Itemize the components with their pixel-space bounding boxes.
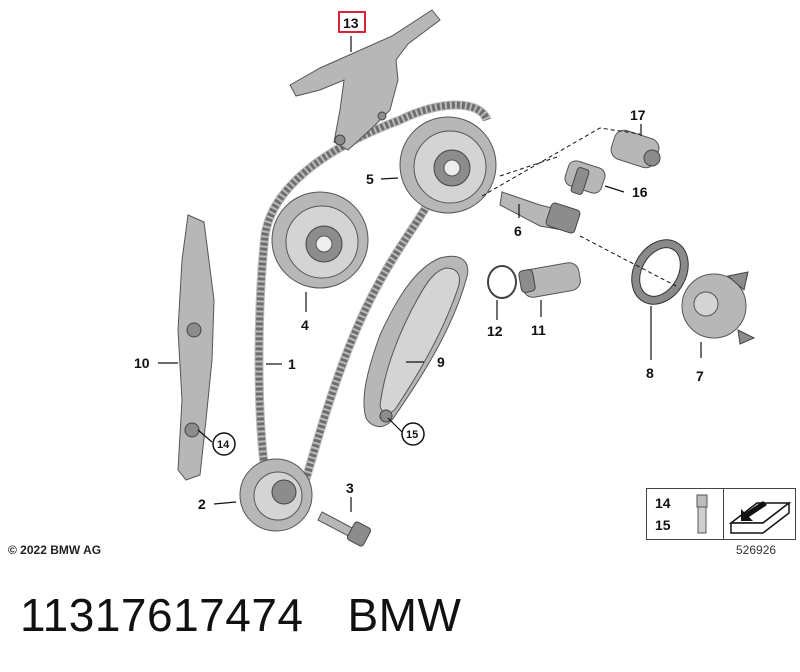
installation-step-icon bbox=[728, 501, 792, 534]
callout-5: 5 bbox=[366, 171, 374, 187]
control-valve bbox=[499, 191, 581, 234]
sealing-ring-large bbox=[631, 239, 689, 305]
callout-3: 3 bbox=[346, 480, 354, 496]
legend-divider bbox=[723, 489, 724, 539]
assembly-lines bbox=[481, 127, 677, 287]
callout-7: 7 bbox=[696, 368, 704, 384]
sensor-cover bbox=[681, 271, 756, 345]
camshaft-adjuster-exhaust bbox=[399, 116, 497, 214]
legend-item-15: 15 bbox=[655, 517, 671, 533]
camshaft-adjuster-intake bbox=[271, 191, 369, 289]
crankshaft-sprocket bbox=[239, 458, 313, 532]
part-caption: 11317617474 BMW bbox=[20, 588, 461, 642]
callout-13-highlight: 13 bbox=[338, 11, 366, 33]
fastener-legend: 14 15 bbox=[646, 488, 796, 540]
seal-ring bbox=[487, 265, 517, 299]
central-bolt bbox=[317, 511, 372, 547]
legend-item-14: 14 bbox=[655, 495, 671, 511]
callout-15: 15 bbox=[406, 429, 418, 441]
callout-17: 17 bbox=[630, 107, 646, 123]
guide-rail bbox=[363, 255, 469, 427]
callout-11: 11 bbox=[531, 322, 546, 338]
callout-9: 9 bbox=[437, 354, 445, 370]
callout-15-circled: 15 bbox=[401, 422, 425, 446]
valve-assembly-16 bbox=[564, 160, 606, 195]
callout-10: 10 bbox=[134, 355, 150, 371]
callout-1: 1 bbox=[288, 356, 296, 372]
callout-16: 16 bbox=[632, 184, 648, 200]
drawing-number: 526926 bbox=[736, 543, 777, 557]
callout-6: 6 bbox=[514, 223, 522, 239]
callout-12: 12 bbox=[487, 323, 503, 339]
timing-chain-exploded-diagram: 1 2 3 4 5 6 7 8 9 10 11 12 13 14 15 16 1… bbox=[134, 9, 756, 547]
slide-rail-bracket bbox=[289, 9, 441, 151]
callout-4: 4 bbox=[301, 317, 309, 333]
bolt-icon bbox=[696, 494, 708, 534]
copyright-notice: © 2022 BMW AG bbox=[8, 543, 102, 557]
callout-2: 2 bbox=[198, 496, 206, 512]
part-number: 11317617474 bbox=[20, 589, 304, 641]
brand-name: BMW bbox=[347, 589, 462, 641]
callout-14: 14 bbox=[217, 439, 230, 451]
valve-assembly-17 bbox=[610, 129, 661, 169]
tensioner-rail bbox=[177, 214, 215, 481]
chain-tensioner bbox=[518, 262, 581, 298]
leader-lines bbox=[158, 36, 702, 512]
callout-14-circled: 14 bbox=[212, 432, 236, 456]
callout-13: 13 bbox=[343, 15, 359, 31]
callout-8: 8 bbox=[646, 365, 654, 381]
